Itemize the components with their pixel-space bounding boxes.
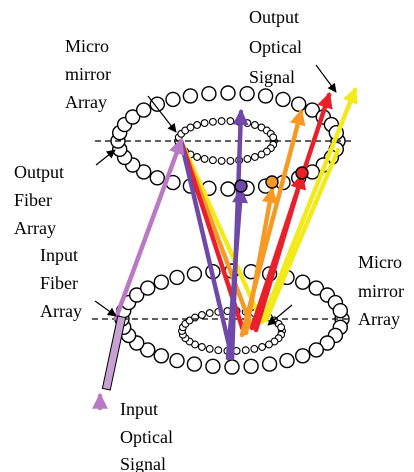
fiber-port bbox=[186, 266, 203, 282]
micro-mirror bbox=[217, 156, 226, 165]
micro-mirror bbox=[205, 344, 214, 353]
fiber-port bbox=[239, 85, 255, 102]
fiber-port bbox=[220, 85, 236, 101]
label-micro-mirror-array-top: Micro mirror Array bbox=[65, 36, 115, 112]
beam-input bbox=[113, 137, 185, 321]
label-input-fiber-array: Input Fiber Array bbox=[40, 245, 83, 321]
fiber-port bbox=[186, 356, 203, 372]
pointer-bottom-mirror bbox=[267, 304, 293, 326]
fiber-port bbox=[149, 96, 166, 112]
fiber-port bbox=[153, 274, 170, 290]
lower-micro-mirror-ring bbox=[178, 307, 286, 355]
beam-yellow-out bbox=[259, 87, 358, 325]
label-output-optical-signal: Output Optical Signal bbox=[249, 7, 306, 87]
micro-mirror bbox=[217, 117, 226, 126]
micro-mirror bbox=[226, 117, 235, 126]
micro-mirror bbox=[200, 119, 209, 128]
fiber-port bbox=[224, 359, 240, 375]
label-output-fiber-array: Output Fiber Array bbox=[14, 162, 69, 238]
fiber-port bbox=[169, 269, 185, 286]
fiber-port bbox=[261, 356, 278, 372]
fiber-port bbox=[308, 280, 324, 296]
fiber-port bbox=[319, 335, 335, 351]
optical-beams bbox=[92, 87, 358, 411]
micro-mirror bbox=[197, 311, 206, 319]
micro-mirror bbox=[269, 133, 278, 142]
fiber-port bbox=[201, 85, 217, 102]
micro-mirror bbox=[186, 123, 195, 132]
micro-mirror bbox=[191, 313, 199, 322]
label-micro-mirror-array-bottom: Micro mirror Array bbox=[358, 252, 408, 329]
micro-mirror bbox=[243, 119, 252, 128]
fiber-port bbox=[169, 352, 185, 369]
beam-violet-out-2 bbox=[225, 186, 248, 361]
micro-mirror bbox=[208, 117, 217, 126]
fiber-port bbox=[257, 88, 274, 104]
micro-mirror bbox=[250, 153, 259, 161]
micro-mirror bbox=[241, 346, 250, 355]
micro-mirror bbox=[208, 156, 217, 165]
fiber-port bbox=[149, 170, 166, 186]
input-fiber-stub bbox=[101, 315, 127, 391]
pointer-top-mirror bbox=[147, 95, 177, 133]
micro-mirror bbox=[277, 323, 286, 332]
fiber-port bbox=[295, 348, 311, 364]
micro-mirror bbox=[265, 340, 273, 349]
fiber-port bbox=[291, 96, 307, 112]
micro-mirror bbox=[257, 150, 266, 159]
fiber-port bbox=[165, 91, 181, 108]
fiber-port bbox=[220, 181, 236, 197]
micro-mirror bbox=[193, 153, 202, 161]
fiber-port bbox=[243, 358, 259, 374]
micro-mirror bbox=[243, 154, 252, 163]
micro-mirror bbox=[205, 309, 214, 318]
active-output-port bbox=[265, 175, 279, 189]
fiber-port bbox=[279, 352, 295, 369]
micro-mirror bbox=[193, 121, 202, 129]
fiber-port bbox=[308, 342, 324, 358]
micro-mirror bbox=[250, 344, 259, 353]
active-output-port bbox=[295, 166, 309, 180]
micro-mirror bbox=[258, 343, 267, 351]
fiber-port bbox=[295, 274, 311, 290]
fiber-port bbox=[135, 164, 152, 180]
micro-mirror bbox=[197, 343, 206, 351]
micro-mirror bbox=[250, 121, 259, 129]
fiber-port bbox=[139, 280, 156, 296]
fiber-port bbox=[139, 342, 156, 358]
beam-red-out-2 bbox=[253, 172, 307, 333]
label-input-optical-signal: Input Optical Signal bbox=[120, 399, 177, 472]
beam-yellow-out-2 bbox=[263, 147, 341, 323]
beam-violet-down bbox=[178, 138, 235, 361]
fiber-port bbox=[205, 358, 221, 374]
input-fiber-ring bbox=[114, 263, 350, 375]
fiber-port bbox=[124, 109, 141, 125]
pointer-output-fiber bbox=[95, 149, 116, 166]
beam-orange-out-2 bbox=[243, 186, 278, 336]
pointer-output-signal bbox=[315, 64, 337, 93]
fiber-port bbox=[128, 287, 145, 303]
pointer-input-fiber bbox=[94, 300, 117, 317]
fiber-port bbox=[275, 91, 291, 108]
fiber-port bbox=[332, 303, 348, 319]
upper-micro-mirror-ring bbox=[174, 117, 278, 165]
fiber-port bbox=[135, 102, 152, 118]
fiber-port bbox=[182, 88, 199, 104]
fiber-port bbox=[153, 348, 170, 364]
micro-mirror bbox=[226, 156, 235, 165]
active-output-port bbox=[234, 179, 248, 193]
micro-mirror bbox=[214, 346, 223, 355]
micro-mirror bbox=[200, 154, 209, 163]
